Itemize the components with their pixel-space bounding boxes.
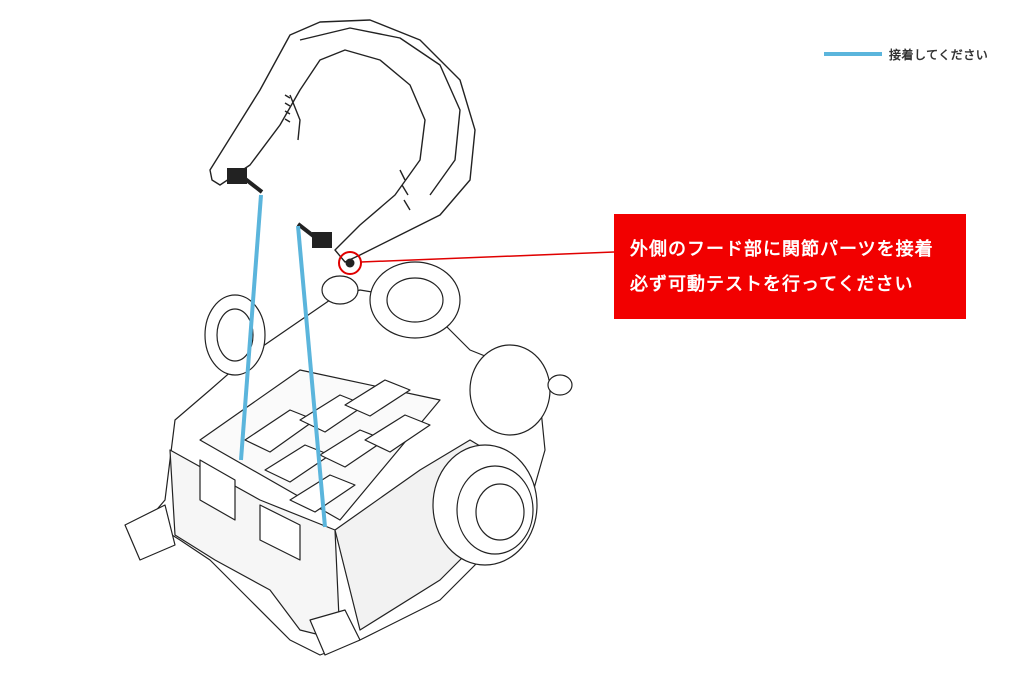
legend: 接着してください: [824, 45, 988, 63]
instruction-callout: 外側のフード部に関節パーツを接着 必ず可動テストを行ってください: [614, 214, 966, 319]
legend-swatch: [824, 52, 882, 56]
callout-line-1: 外側のフード部に関節パーツを接着: [630, 239, 934, 260]
peg-connector-icon: [227, 168, 332, 248]
hood-part: [209, 19, 476, 263]
glue-guide-lines: [239, 194, 327, 528]
joint-highlight-icon: [338, 251, 362, 275]
callout-line-2: 必ず可動テストを行ってください: [630, 274, 914, 295]
legend-label: 接着してください: [889, 47, 989, 62]
callout-leader-line: [360, 251, 615, 263]
